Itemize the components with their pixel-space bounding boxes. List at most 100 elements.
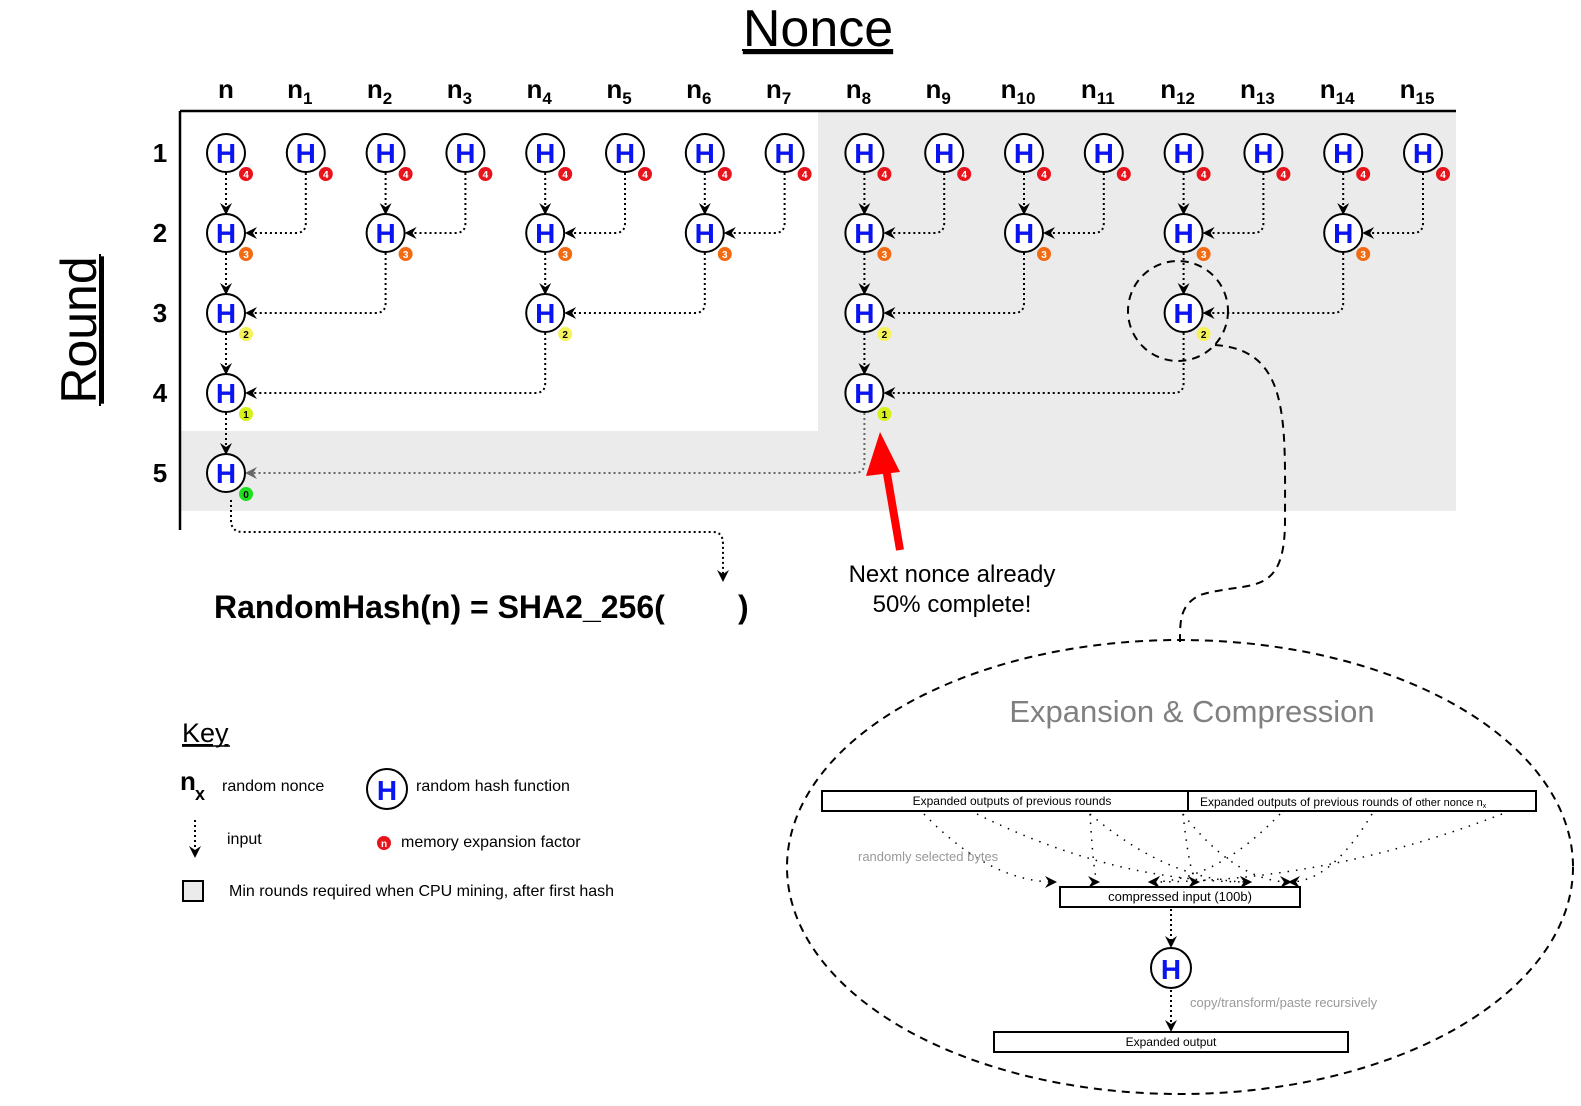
- expansion-factor-badge: 2: [877, 327, 892, 341]
- column-label: n: [218, 74, 234, 104]
- expansion-factor-badge: 3: [1196, 247, 1211, 261]
- key-shade-label: Min rounds required when CPU mining, aft…: [229, 883, 614, 900]
- column-label: n4: [527, 74, 553, 108]
- svg-text:H: H: [854, 298, 874, 329]
- expansion-factor-badge: 3: [1356, 247, 1371, 261]
- column-label: n3: [447, 74, 472, 108]
- expansion-factor-badge: 3: [877, 247, 892, 261]
- hash-node: H2: [206, 293, 253, 341]
- key-input-label: input: [227, 831, 262, 848]
- svg-text:H: H: [695, 138, 715, 169]
- edge-merge: [245, 173, 307, 239]
- svg-text:4: 4: [1121, 170, 1127, 181]
- expansion-compression-panel: Expansion & Compression Expanded outputs…: [786, 639, 1574, 1095]
- hash-node: H4: [285, 133, 333, 181]
- hash-node: H3: [684, 213, 732, 261]
- svg-text:4: 4: [1041, 170, 1047, 181]
- svg-text:1: 1: [882, 410, 888, 421]
- round-axis-label: Round: [51, 254, 107, 406]
- svg-text:3: 3: [882, 250, 888, 261]
- random-byte-line: [1148, 813, 1281, 888]
- column-label: n10: [1001, 74, 1036, 108]
- expanded-output-label: Expanded output: [1126, 1035, 1217, 1049]
- expansion-factor-badge: 3: [1037, 247, 1051, 261]
- svg-text:3: 3: [722, 250, 728, 261]
- expansion-factor-badge: 3: [239, 247, 253, 261]
- edge-merge: [564, 253, 706, 319]
- svg-text:Round: Round: [51, 256, 107, 403]
- expansion-factor-badge: 4: [1196, 167, 1211, 181]
- hash-node: H4: [1323, 133, 1371, 181]
- svg-text:3: 3: [1201, 250, 1207, 261]
- expansion-factor-badge: 4: [1116, 167, 1131, 181]
- svg-text:3: 3: [1041, 250, 1047, 261]
- svg-text:4: 4: [483, 170, 489, 181]
- row-label: 1: [153, 138, 167, 168]
- svg-text:H: H: [375, 218, 395, 249]
- svg-text:H: H: [854, 378, 874, 409]
- svg-text:H: H: [695, 218, 715, 249]
- shaded-region: [180, 111, 1456, 511]
- prev-rounds-label: Expanded outputs of previous rounds: [913, 794, 1112, 808]
- edge-merge: [404, 173, 467, 239]
- hash-node: H3: [206, 213, 253, 261]
- svg-text:H: H: [1161, 954, 1181, 985]
- row-label: 5: [153, 458, 167, 488]
- svg-text:H: H: [774, 138, 794, 169]
- svg-text:4: 4: [802, 170, 808, 181]
- callout-arrow: [866, 432, 904, 551]
- key-badge-icon: n: [377, 836, 391, 850]
- random-byte-line: [1087, 813, 1100, 888]
- svg-text:H: H: [934, 138, 954, 169]
- random-byte-line: [923, 813, 1057, 888]
- key-nonce-sub: x: [195, 784, 205, 804]
- callout-line-2: 50% complete!: [873, 591, 1032, 618]
- svg-text:0: 0: [243, 490, 249, 501]
- edge-merge: [883, 173, 946, 239]
- svg-text:H: H: [377, 775, 397, 806]
- expansion-factor-badge: 1: [239, 407, 253, 421]
- svg-text:H: H: [216, 298, 236, 329]
- hash-node: H3: [1004, 213, 1051, 261]
- random-byte-line: [1182, 813, 1200, 888]
- compressed-input-box: [1059, 886, 1301, 908]
- column-label: n15: [1400, 74, 1435, 108]
- svg-text:1: 1: [243, 410, 249, 421]
- title-nonce: Nonce: [743, 0, 893, 58]
- column-label: n12: [1160, 74, 1195, 108]
- expansion-hash-node: H: [1150, 947, 1192, 989]
- column-label: n8: [846, 74, 871, 108]
- key-shade-swatch: [182, 880, 204, 902]
- svg-text:H: H: [1333, 218, 1353, 249]
- svg-text:H: H: [1014, 218, 1034, 249]
- edge-merge: [245, 413, 866, 479]
- expansion-factor-badge: 2: [239, 327, 253, 341]
- svg-text:H: H: [1333, 138, 1353, 169]
- hash-node: H2: [844, 293, 892, 341]
- expansion-factor-badge: 3: [558, 247, 573, 261]
- svg-text:4: 4: [1201, 170, 1207, 181]
- expansion-factor-badge: 4: [957, 167, 972, 181]
- svg-text:2: 2: [1201, 330, 1207, 341]
- svg-text:4: 4: [1281, 170, 1287, 181]
- callout-line-1: Next nonce already: [849, 561, 1056, 588]
- expansion-title: Expansion & Compression: [1009, 694, 1374, 729]
- svg-text:3: 3: [562, 250, 568, 261]
- hash-node: H4: [924, 133, 972, 181]
- highlight-circle: [1127, 260, 1229, 362]
- key-title: Key: [182, 718, 229, 748]
- hash-node: H4: [1004, 133, 1051, 181]
- key-hash-icon: H: [366, 768, 408, 810]
- svg-text:2: 2: [562, 330, 568, 341]
- row-label: 3: [153, 298, 167, 328]
- svg-text:2: 2: [882, 330, 888, 341]
- svg-text:4: 4: [961, 170, 967, 181]
- expansion-factor-badge: 4: [1037, 167, 1051, 181]
- hash-node: H4: [844, 133, 892, 181]
- random-byte-lines: [923, 813, 1503, 888]
- hash-node: H0: [206, 453, 253, 501]
- output-arrow: [230, 500, 729, 582]
- svg-text:3: 3: [1360, 250, 1366, 261]
